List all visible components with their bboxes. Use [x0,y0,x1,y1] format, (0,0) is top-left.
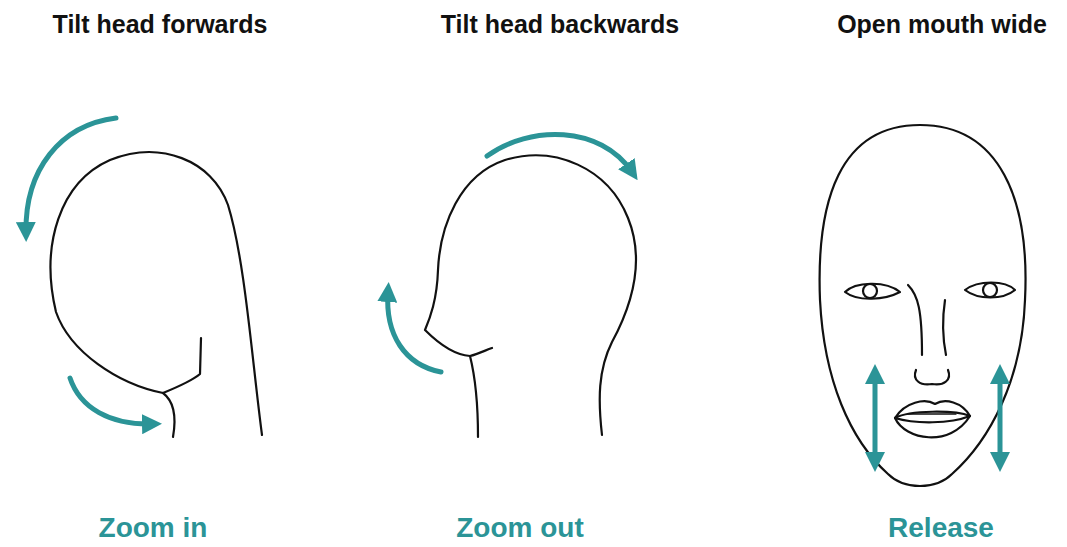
head-forward-outline [51,152,262,435]
rotation-arrow [388,292,441,372]
neck-line [163,393,174,437]
rotation-arrow [487,134,632,172]
jaw-arrow [998,374,1003,462]
nose-line [943,300,946,355]
teeth [908,413,956,414]
pupil [863,284,877,298]
upper-lip [895,401,970,418]
jaw-arrow [873,374,878,462]
nose-line [908,285,922,355]
head-backward-outline [425,155,636,435]
action-label: Zoom out [360,512,680,544]
eye [845,284,900,299]
eye [965,283,1015,298]
pupil [983,283,997,297]
panel-title: Open mouth wide [782,10,1067,39]
nose-tip [915,370,949,384]
rotation-arrow [70,378,152,424]
neck-line [470,356,478,437]
action-label: Release [781,512,1067,544]
lower-lip [895,416,970,437]
motion-arrows [26,118,1000,462]
head-drawings [51,125,1026,486]
face-outline [820,125,1026,486]
panel-title: Tilt head forwards [0,10,320,39]
rotation-arrow [26,118,116,232]
panel-title: Tilt head backwards [400,10,720,39]
action-label: Zoom in [0,512,313,544]
